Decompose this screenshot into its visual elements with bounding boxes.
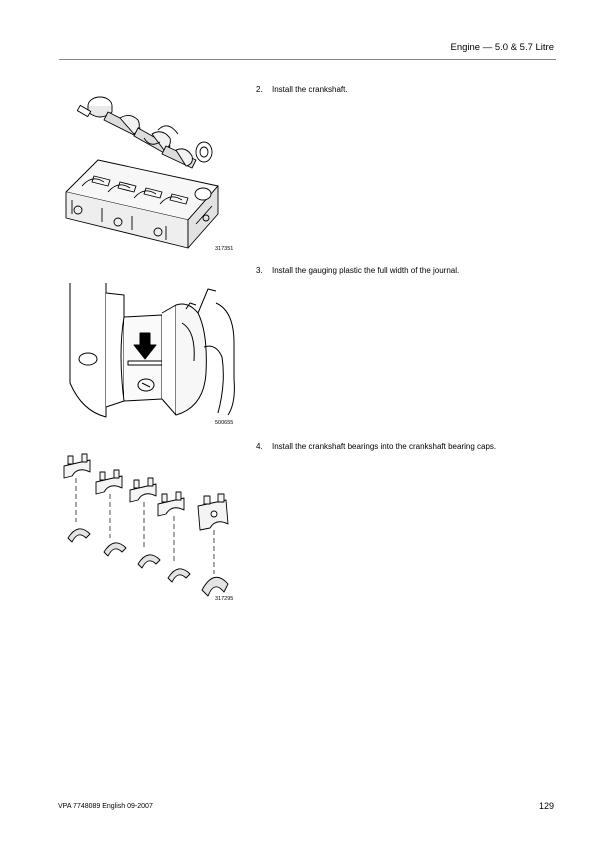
figure-id-label: 317351 bbox=[215, 246, 234, 252]
step-number: 2. bbox=[256, 85, 263, 94]
bearing-caps-illustration bbox=[63, 453, 229, 597]
figure-id-label: 317295 bbox=[215, 596, 234, 602]
step-2: 2. Install the crankshaft. bbox=[256, 84, 561, 95]
step-text: Install the gauging plastic the full wid… bbox=[272, 266, 460, 275]
figure-gauging-plastic bbox=[58, 283, 248, 433]
journal-illustration bbox=[69, 283, 235, 418]
step-3: 3. Install the gauging plastic the full w… bbox=[256, 265, 561, 276]
step-text: Install the crankshaft. bbox=[272, 85, 348, 94]
page-header-title: Engine — 5.0 & 5.7 Litre bbox=[450, 42, 554, 53]
step-text: Install the crankshaft bearings into the… bbox=[272, 442, 497, 451]
figure-bearing-caps bbox=[58, 452, 248, 602]
step-number: 3. bbox=[256, 266, 263, 275]
footer-document-reference: VPA 7748089 English 09-2007 bbox=[58, 803, 153, 810]
step-4: 4. Install the crankshaft bearings into t… bbox=[256, 441, 561, 452]
step-number: 4. bbox=[256, 442, 263, 451]
figure-crankshaft-install bbox=[58, 90, 248, 255]
crankshaft-illustration bbox=[65, 96, 219, 249]
page-number: 129 bbox=[538, 801, 554, 811]
figure-id-label: 500655 bbox=[215, 420, 234, 426]
header-divider bbox=[59, 59, 556, 60]
